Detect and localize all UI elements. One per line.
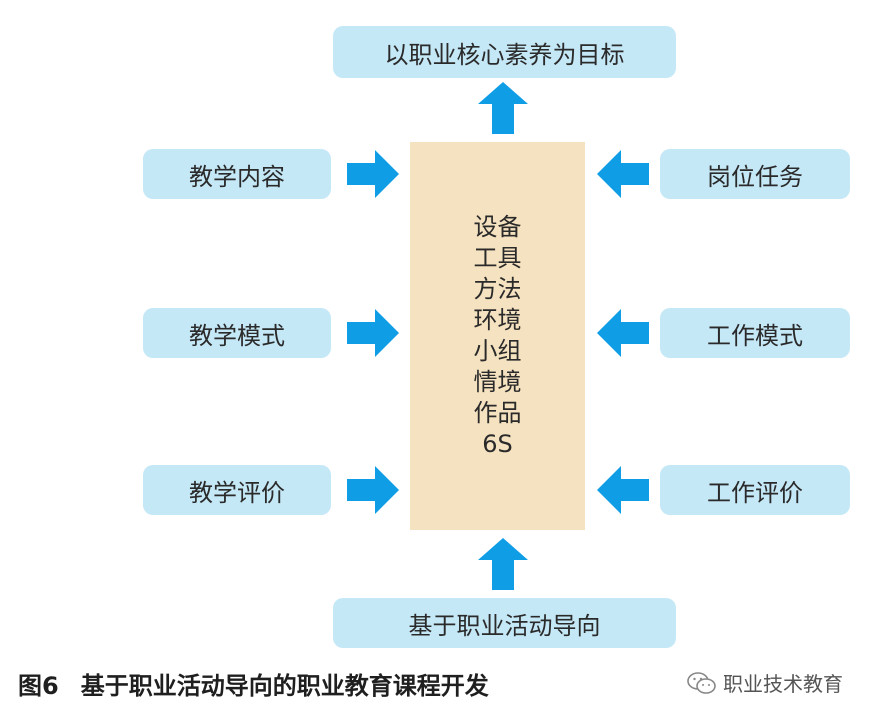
arrow-left-1: [597, 150, 649, 198]
top-goal-box: 以职业核心素养为目标: [333, 26, 676, 78]
arrow-right-3: [347, 466, 399, 514]
left-box-teaching-mode: 教学模式: [143, 308, 331, 358]
arrow-left-3: [597, 466, 649, 514]
wechat-icon: [687, 671, 716, 694]
arrow-up-from-base: [478, 538, 528, 590]
arrow-right-2: [347, 309, 399, 357]
center-item-equipment: 设备: [473, 213, 522, 241]
right-box-work-mode: 工作模式: [660, 308, 850, 358]
watermark-text: 职业技术教育: [723, 672, 843, 696]
center-item-scenario: 情境: [473, 368, 522, 396]
left-box-teaching-content: 教学内容: [143, 149, 331, 199]
center-item-group: 小组: [473, 337, 522, 365]
right-box-work-evaluation: 工作评价: [660, 465, 850, 515]
center-elements-box: 设备 工具 方法 环境 小组 情境 作品 6S: [410, 142, 585, 530]
arrow-left-2: [597, 309, 649, 357]
left-box-teaching-evaluation: 教学评价: [143, 465, 331, 515]
figure-number: 图6: [18, 672, 59, 700]
figure-title: 基于职业活动导向的职业教育课程开发: [80, 672, 489, 700]
center-item-6s: 6S: [482, 430, 513, 458]
center-item-tools: 工具: [473, 244, 522, 272]
center-item-environment: 环境: [473, 306, 522, 334]
right-box-job-tasks: 岗位任务: [660, 149, 850, 199]
center-item-works: 作品: [473, 399, 522, 427]
watermark: 职业技术教育: [687, 668, 843, 697]
arrow-right-1: [347, 150, 399, 198]
arrow-up-to-goal: [478, 82, 528, 134]
bottom-foundation-box: 基于职业活动导向: [333, 598, 676, 648]
center-item-methods: 方法: [473, 275, 522, 303]
figure-caption: 图6 基于职业活动导向的职业教育课程开发: [18, 666, 489, 701]
